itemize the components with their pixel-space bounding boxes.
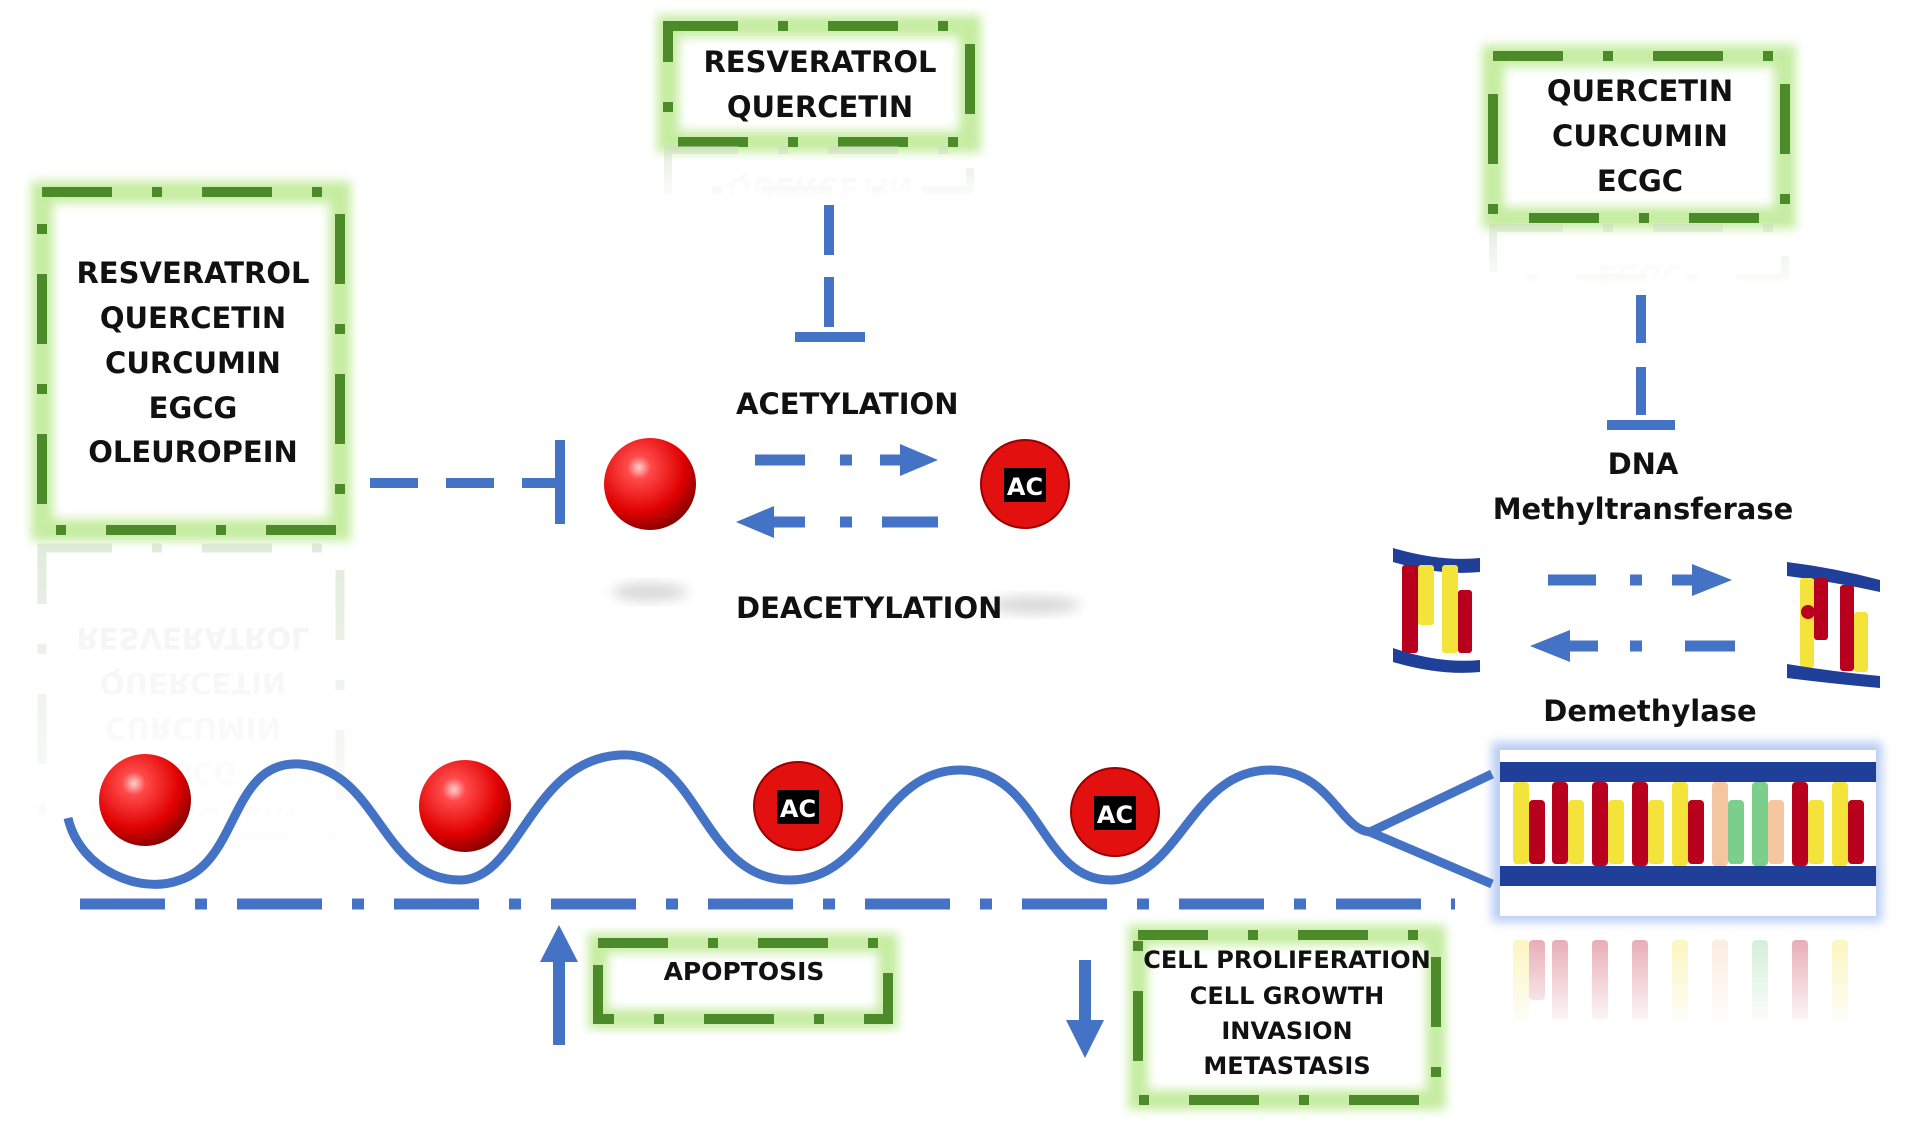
outcome-line-3: INVASION	[1221, 1017, 1352, 1045]
left-box-line-3: CURCUMIN	[105, 346, 281, 380]
top-right-box-line-2: CURCUMIN	[1552, 119, 1728, 153]
outcomes-box: CELL PROLIFERATION CELL GROWTH INVASION …	[1128, 925, 1446, 1110]
histone-bead-icon	[604, 438, 696, 601]
left-box-reflection: OLEUROPEIN EGCG CURCUMIN QUERCETIN RESVE…	[30, 540, 360, 850]
backward-arrow-icon	[736, 506, 938, 538]
outcome-line-1: CELL PROLIFERATION	[1143, 946, 1430, 974]
top-right-box-line-3: ECGC	[1597, 164, 1683, 198]
apoptosis-box: APOPTOSIS	[588, 933, 898, 1029]
ac-label-top: AC	[1007, 473, 1043, 501]
top-right-box-reflection: ECGC	[1485, 222, 1795, 292]
top-center-box-line-1: RESVERATROL	[703, 45, 936, 79]
histone-bead-icon	[419, 760, 511, 852]
outcome-line-2: CELL GROWTH	[1190, 982, 1384, 1010]
backward-arrow-icon	[1530, 630, 1735, 662]
left-box-line-5: OLEUROPEIN	[88, 435, 298, 469]
top-center-box-line-2: QUERCETIN	[727, 90, 913, 124]
dna-helix-icon	[1787, 562, 1880, 688]
dna-zoom-panel	[1492, 742, 1882, 922]
dna-helix-icon	[1393, 548, 1480, 673]
demethylase-label: Demethylase	[1543, 694, 1756, 728]
inhibition-bar-icon	[370, 205, 1675, 524]
left-box-line-2: QUERCETIN	[100, 301, 286, 335]
apoptosis-label: APOPTOSIS	[664, 957, 825, 986]
deacetylation-label: DEACETYLATION	[736, 591, 1002, 625]
ac-label-fiber-1: AC	[780, 795, 816, 823]
acetylated-histone-icon: AC	[980, 439, 1080, 614]
top-center-compound-box: RESVERATROL QUERCETIN	[657, 15, 981, 153]
acetylated-histone-icon: AC	[1070, 767, 1160, 857]
top-right-box-line-1: QUERCETIN	[1547, 74, 1733, 108]
down-arrow-icon	[1066, 960, 1104, 1058]
dna-methyltransferase-label-1: DNA	[1608, 447, 1679, 481]
histone-bead-icon	[99, 754, 191, 846]
dna-panel-reflection	[1500, 930, 1876, 1030]
left-compound-box: RESVERATROL QUERCETIN CURCUMIN EGCG OLEU…	[31, 181, 351, 541]
top-right-compound-box: QUERCETIN CURCUMIN ECGC	[1482, 45, 1796, 229]
dna-methyltransferase-label-2: Methyltransferase	[1493, 492, 1794, 526]
forward-arrow-icon	[1548, 564, 1732, 596]
ac-label-fiber-2: AC	[1097, 801, 1133, 829]
forward-arrow-icon	[755, 444, 938, 476]
outcome-line-4: METASTASIS	[1203, 1052, 1370, 1080]
acetylation-label: ACETYLATION	[736, 387, 958, 421]
top-center-box-reflection: QUERCETIN	[660, 145, 980, 205]
up-arrow-icon	[540, 925, 578, 1045]
acetylated-histone-icon: AC	[753, 761, 843, 851]
left-box-line-4: EGCG	[149, 391, 238, 425]
left-box-line-1: RESVERATROL	[76, 256, 309, 290]
chromatin-fiber	[63, 750, 1494, 910]
